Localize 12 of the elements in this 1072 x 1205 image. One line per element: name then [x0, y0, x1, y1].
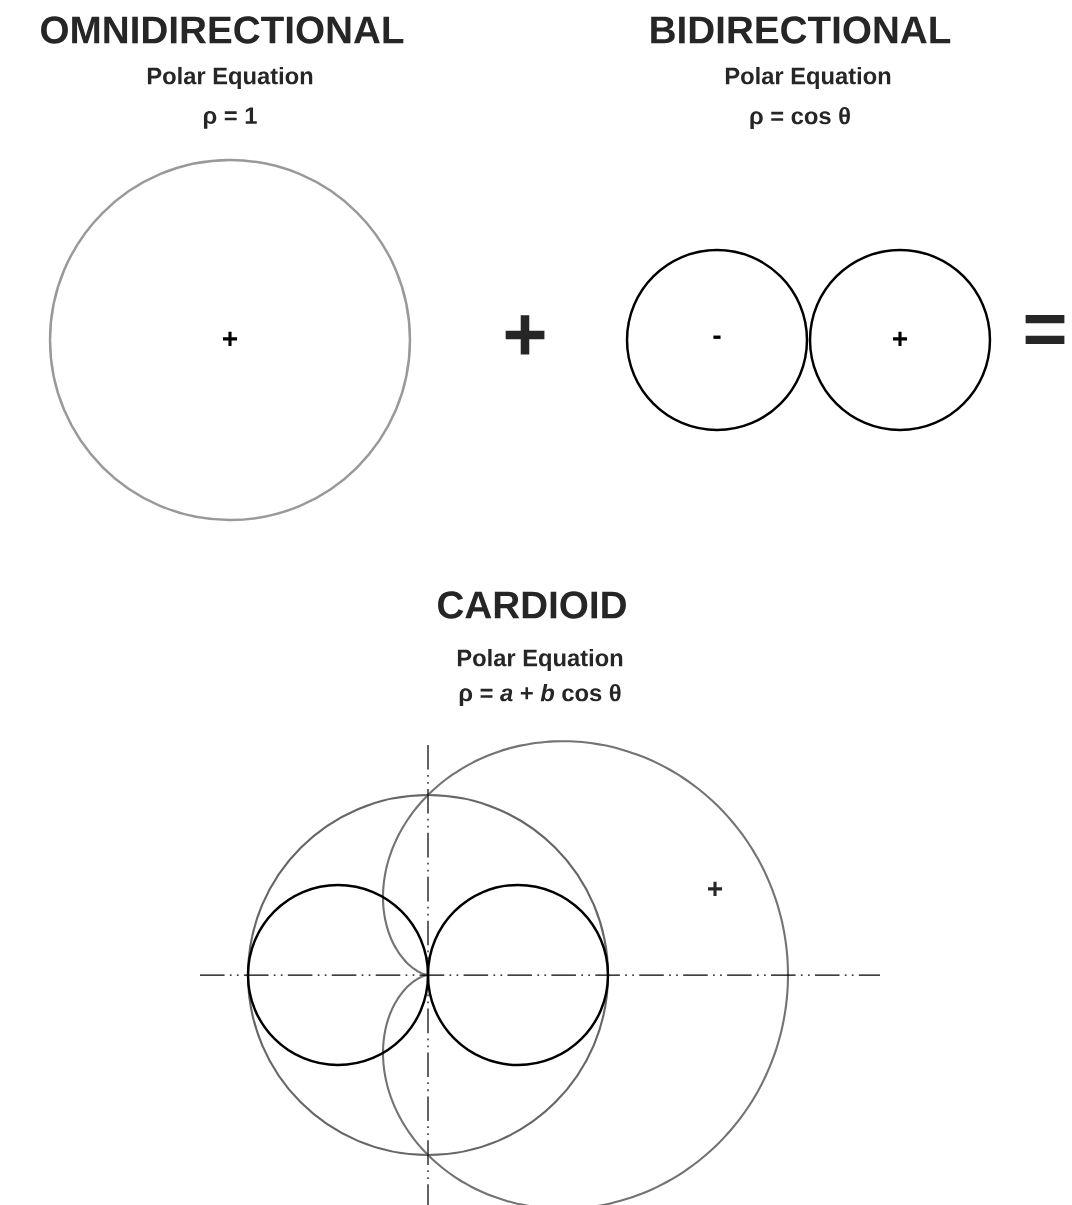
heading: OMNIDIRECTIONAL: [41, 16, 404, 44]
heading: BIDIRECTIONAL: [651, 16, 951, 44]
equation: ρ = a + b cos θ: [459, 683, 621, 707]
subheading: Polar Equation: [147, 66, 313, 90]
equation: ρ = 1: [203, 107, 257, 129]
subheading: Polar Equation: [725, 66, 891, 90]
equals-sign: =: [1025, 314, 1065, 345]
heading: CARDIOID: [438, 591, 626, 619]
plus-sign: +: [505, 315, 545, 355]
equation: ρ = cos θ: [750, 106, 850, 130]
subheading: Polar Equation: [457, 648, 623, 672]
plus-sign: +: [707, 881, 723, 897]
